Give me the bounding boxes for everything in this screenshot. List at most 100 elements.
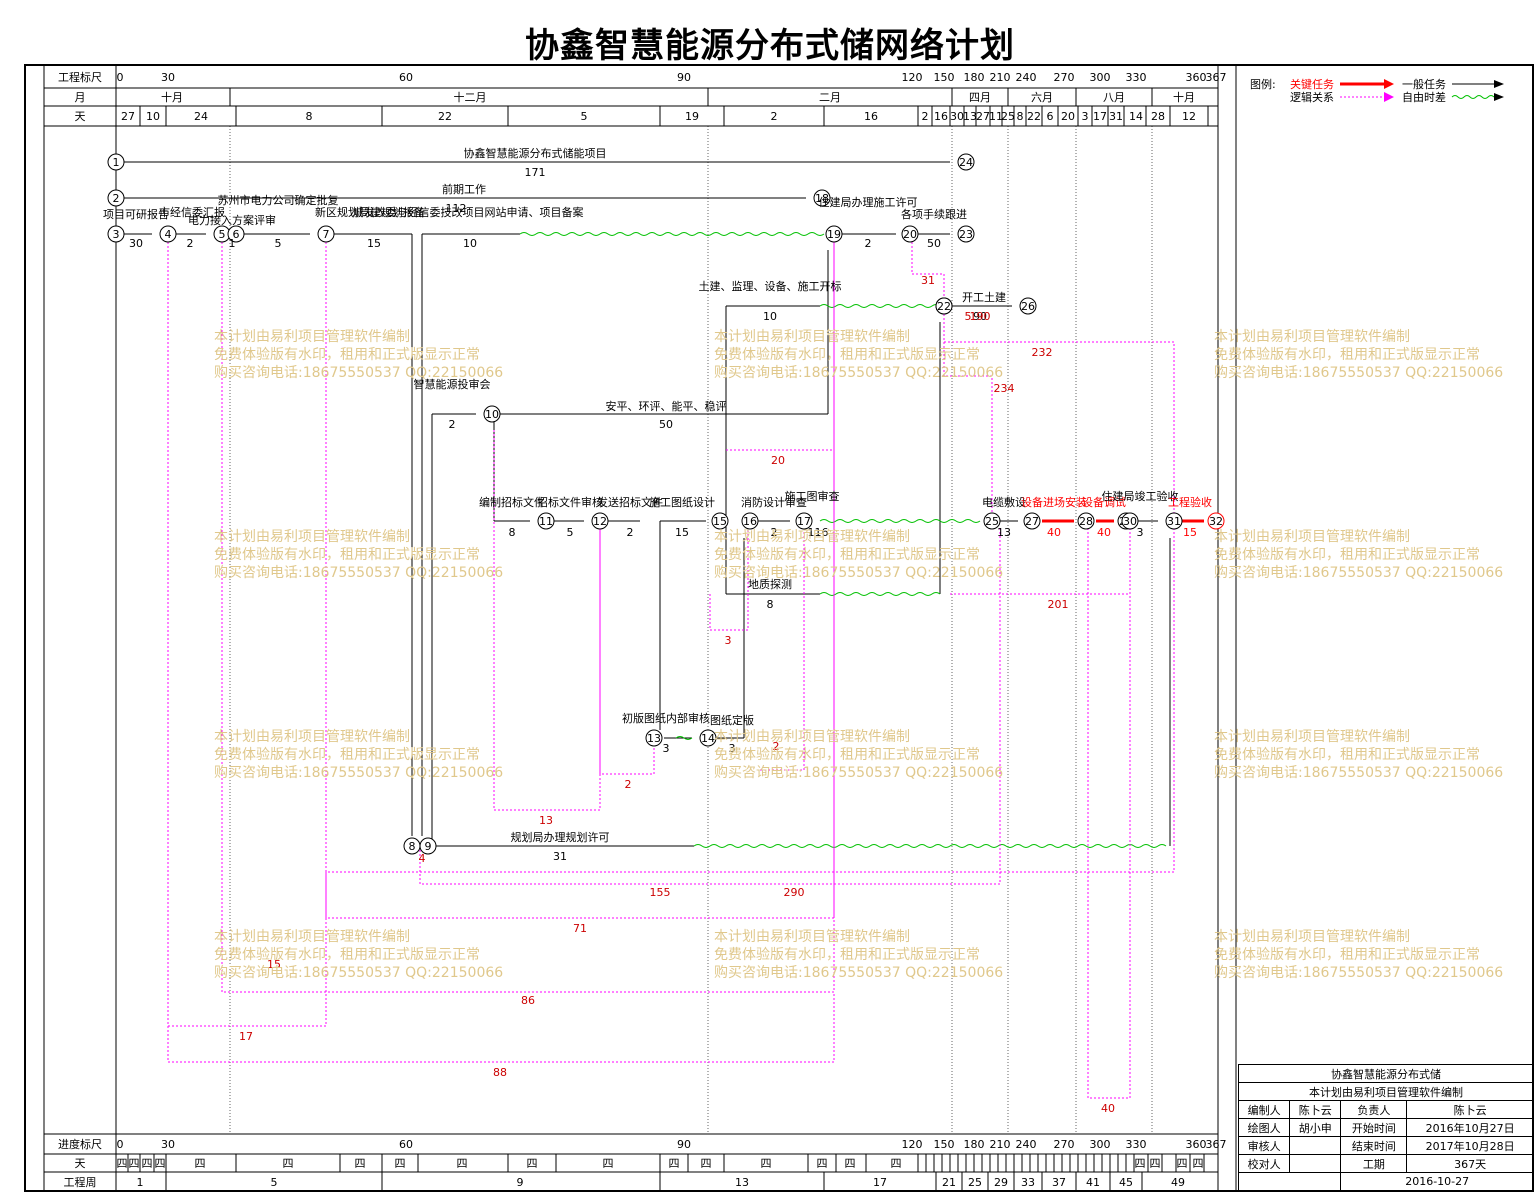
info-drawer: 胡小申 (1289, 1118, 1342, 1137)
node-number: 2 (113, 192, 120, 205)
task-name: 电缆敷设 (982, 495, 1026, 509)
watermark: 本计划由易利项目管理软件编制免费体验版有水印，租用和正式版显示正常购买咨询电话:… (714, 528, 1003, 582)
watermark-line3: 购买咨询电话:18675550537 QQ:22150066 (714, 765, 1004, 781)
day-label: 20 (1061, 110, 1075, 123)
task-duration: 50 (659, 418, 673, 431)
task-duration: 3 (729, 742, 736, 755)
float-value: 232 (1032, 346, 1053, 359)
label-footer-day: 天 (75, 1157, 86, 1170)
watermark: 本计划由易利项目管理软件编制免费体验版有水印，租用和正式版显示正常购买咨询电话:… (1214, 528, 1503, 582)
legend-normal-arrow (1494, 80, 1504, 88)
node-number: 3 (113, 228, 120, 241)
day-label: 19 (685, 110, 699, 123)
watermark-line1: 本计划由易利项目管理软件编制 (714, 329, 910, 345)
node-circle (795, 512, 813, 530)
task-duration: 10 (763, 310, 777, 323)
weekday-label: 四 (129, 1157, 140, 1170)
task-name: 苏州市电力公司确定批复 (218, 193, 339, 207)
scale-tick: 30 (161, 71, 175, 84)
week-label: 17 (873, 1176, 887, 1189)
watermark: 本计划由易利项目管理软件编制免费体验版有水印，租用和正式版显示正常购买咨询电话:… (214, 328, 503, 382)
task-duration: 5 (275, 237, 282, 250)
weekday-label: 四 (457, 1157, 468, 1170)
node-number: 12 (593, 515, 607, 528)
node-circle (711, 512, 729, 530)
progress-tick: 0 (117, 1138, 124, 1151)
task-duration: 2 (187, 237, 194, 250)
node-circle (699, 729, 717, 747)
weekday-label: 四 (845, 1157, 856, 1170)
watermark: 本计划由易利项目管理软件编制免费体验版有水印，租用和正式版显示正常购买咨询电话:… (214, 928, 503, 982)
task-name: 施工图纸设计 (649, 496, 715, 509)
scale-tick: 150 (934, 71, 955, 84)
day-label: 28 (1151, 110, 1165, 123)
info-reviewer-label: 审核人 (1237, 1136, 1291, 1155)
node-circle (1023, 512, 1041, 530)
watermark-line2: 免费体验版有水印，租用和正式版显示正常 (1214, 547, 1480, 563)
scale-tick: 367 (1206, 71, 1227, 84)
watermark-line2: 免费体验版有水印，租用和正式版显示正常 (714, 547, 980, 563)
node-number: 14 (701, 732, 715, 745)
node-number: 27 (1025, 515, 1039, 528)
info-reviewer (1289, 1136, 1342, 1155)
task-name: 电力接入方案评审 (188, 213, 276, 227)
node-circle (159, 225, 177, 243)
scale-tick: 240 (1016, 71, 1037, 84)
progress-tick: 367 (1206, 1138, 1227, 1151)
float-value: 2 (773, 740, 780, 753)
task-duration: 2 (449, 418, 456, 431)
period-guides (229, 126, 1153, 1134)
task-duration: 15 (1183, 526, 1197, 539)
float-value: 4 (419, 852, 426, 865)
info-drawer-label: 绘图人 (1237, 1118, 1291, 1137)
float-value: 88 (493, 1066, 507, 1079)
node-number: 31 (1167, 515, 1181, 528)
scale-tick: 300 (1090, 71, 1111, 84)
task-duration: 5 (567, 526, 574, 539)
scale-tick: 210 (990, 71, 1011, 84)
node-number: 26 (1021, 300, 1035, 313)
task-name: 新区规划局建规划报备 (315, 205, 425, 219)
node-circle (107, 189, 125, 207)
watermark-line2: 免费体验版有水印，租用和正式版显示正常 (214, 947, 480, 963)
day-label: 16 (864, 110, 878, 123)
weekday-label: 四 (283, 1157, 294, 1170)
watermark-line1: 本计划由易利项目管理软件编制 (214, 329, 410, 345)
label-day: 天 (75, 110, 86, 123)
info-duration-label: 工期 (1340, 1154, 1408, 1173)
watermark-line1: 本计划由易利项目管理软件编制 (1214, 729, 1410, 745)
progress-tick: 240 (1016, 1138, 1037, 1151)
month-label: 八月 (1103, 91, 1125, 104)
node-circle (1165, 512, 1183, 530)
day-label: 8 (1017, 110, 1024, 123)
task-duration: 90 (973, 310, 987, 323)
day-label: 2 (771, 110, 778, 123)
watermark-line1: 本计划由易利项目管理软件编制 (1214, 529, 1410, 545)
watermark: 本计划由易利项目管理软件编制免费体验版有水印，租用和正式版显示正常购买咨询电话:… (714, 728, 1003, 782)
task-name: 土建、监理、设备、施工开标 (699, 279, 842, 293)
info-editor: 陈卜云 (1289, 1100, 1342, 1119)
float-value: 290 (784, 886, 805, 899)
day-label: 17 (1093, 110, 1107, 123)
node-number: 13 (647, 732, 661, 745)
node-circle (1207, 512, 1225, 530)
watermark: 本计划由易利项目管理软件编制免费体验版有水印，租用和正式版显示正常购买咨询电话:… (214, 728, 503, 782)
day-label: 24 (194, 110, 208, 123)
watermark-line1: 本计划由易利项目管理软件编制 (214, 929, 410, 945)
watermark-line3: 购买咨询电话:18675550537 QQ:22150066 (714, 965, 1004, 981)
node-number: 4 (165, 228, 172, 241)
float-waves (519, 232, 1167, 848)
task-name: 安平、环评、能平、稳评 (606, 399, 727, 413)
month-label: 十二月 (454, 90, 487, 104)
node-number: 10 (485, 408, 499, 421)
watermark-line1: 本计划由易利项目管理软件编制 (714, 729, 910, 745)
watermark: 本计划由易利项目管理软件编制免费体验版有水印，租用和正式版显示正常购买咨询电话:… (1214, 928, 1503, 982)
node-number: 20 (903, 228, 917, 241)
watermark-line1: 本计划由易利项目管理软件编制 (214, 729, 410, 745)
node-number: 15 (713, 515, 727, 528)
node-circle (107, 225, 125, 243)
scale-tick: 330 (1126, 71, 1147, 84)
